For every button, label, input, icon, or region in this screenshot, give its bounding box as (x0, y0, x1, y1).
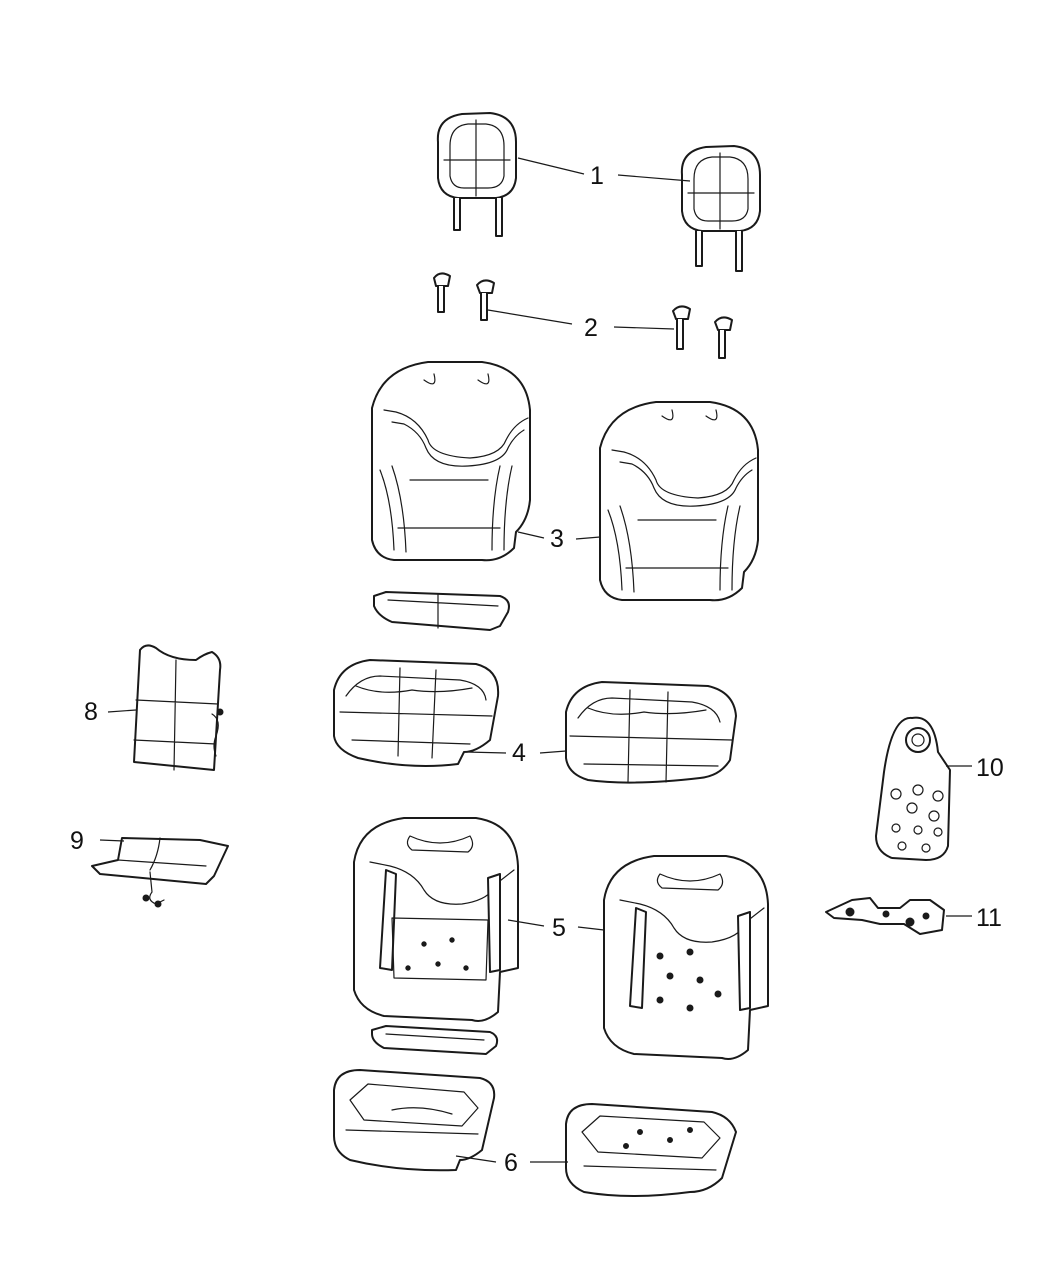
lumbar-bracket (825, 897, 945, 935)
cushion-foam-right (565, 1103, 737, 1197)
callout-5: 5 (552, 914, 566, 942)
seatback-frame-right (603, 855, 769, 1060)
callout-labels: 1 2 3 4 5 6 8 9 10 11 (70, 162, 1004, 1177)
cushion-heater-mat (91, 837, 229, 908)
cushion-cover-left (333, 659, 500, 767)
cushion-cover-right (565, 681, 737, 784)
seatback-frame-left (353, 817, 519, 1022)
callout-6: 6 (504, 1149, 518, 1177)
seatback-bolster-insert (373, 591, 510, 631)
cushion-foam-left (333, 1069, 496, 1172)
callout-2: 2 (584, 314, 598, 342)
headrest-right (680, 145, 761, 272)
lumbar-support (875, 716, 951, 861)
callout-8: 8 (84, 698, 98, 726)
callout-1: 1 (590, 162, 604, 190)
seatback-lower-crossmember (371, 1025, 499, 1055)
seatback-heater-mat (133, 644, 224, 771)
callout-4: 4 (512, 739, 526, 767)
callout-10: 10 (976, 754, 1004, 782)
callout-3: 3 (550, 525, 564, 553)
callout-9: 9 (70, 827, 84, 855)
headrest-left (436, 112, 517, 237)
headrest-guides (433, 272, 733, 359)
seatback-cover-left (371, 361, 531, 562)
callout-11: 11 (976, 904, 1002, 932)
leader-lines (99, 157, 972, 1163)
seatback-cover-right (599, 401, 759, 602)
